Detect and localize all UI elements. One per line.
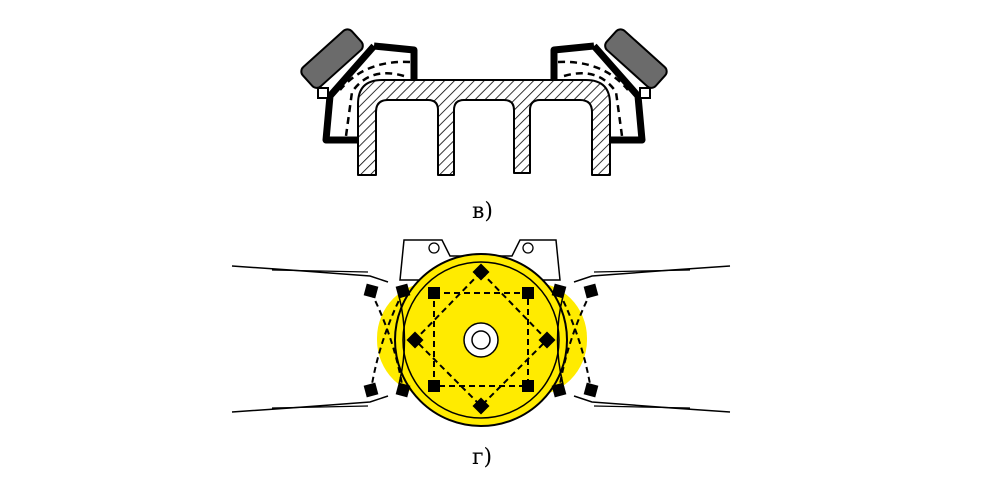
left-lower-arm-inner (271, 405, 369, 409)
dashed-diamond (413, 270, 549, 408)
right-lug-hole (522, 242, 534, 254)
panel-g-diagram: г) (231, 239, 731, 470)
left-gripper-inner-dashed-2 (339, 60, 411, 91)
left-node-bottom-outer (363, 382, 379, 398)
diamond-node-top (472, 263, 490, 281)
caption-v: в) (472, 199, 493, 224)
left-node-top-inner (395, 283, 411, 299)
right-node-bottom-inner (551, 382, 567, 398)
right-x-linkage (551, 283, 599, 398)
panel-v-diagram: в) (300, 28, 668, 224)
square-node-bl (428, 380, 440, 392)
left-lug-hole (428, 242, 440, 254)
right-gripper-hinge (639, 87, 651, 99)
left-gray-pad (300, 28, 364, 89)
left-gripper-hinge (317, 87, 329, 99)
left-gripper-outer-chain (322, 42, 418, 144)
left-lower-arm (231, 395, 389, 413)
right-node-top-inner (551, 283, 567, 299)
diamond-node-bottom (472, 397, 490, 415)
right-node-top-outer (583, 283, 599, 299)
diamond-node-right (538, 331, 556, 349)
left-node-top-outer (363, 283, 379, 299)
right-lower-arm (573, 395, 731, 413)
square-node-br (522, 380, 534, 392)
left-node-bottom-inner (395, 382, 411, 398)
right-gripper-inner-dashed-2 (557, 60, 629, 91)
right-gray-pad (604, 28, 668, 89)
left-upper-arm-inner (271, 269, 369, 273)
left-x-linkage (363, 283, 411, 398)
caption-g: г) (472, 445, 492, 470)
right-gripper (550, 28, 668, 144)
right-lower-arm-inner (593, 405, 691, 409)
center-hole (471, 330, 491, 350)
square-node-tr (522, 287, 534, 299)
right-upper-arm (573, 265, 731, 283)
right-upper-arm-inner (593, 269, 691, 273)
right-node-bottom-outer (583, 382, 599, 398)
left-upper-arm (231, 265, 389, 283)
square-node-tl (428, 287, 440, 299)
diamond-node-left (406, 331, 424, 349)
hatched-beam-section (357, 79, 611, 176)
yellow-disc-ring (402, 261, 560, 419)
dashed-square (433, 292, 529, 387)
left-gripper (300, 28, 418, 144)
right-gripper-outer-chain (550, 42, 646, 144)
